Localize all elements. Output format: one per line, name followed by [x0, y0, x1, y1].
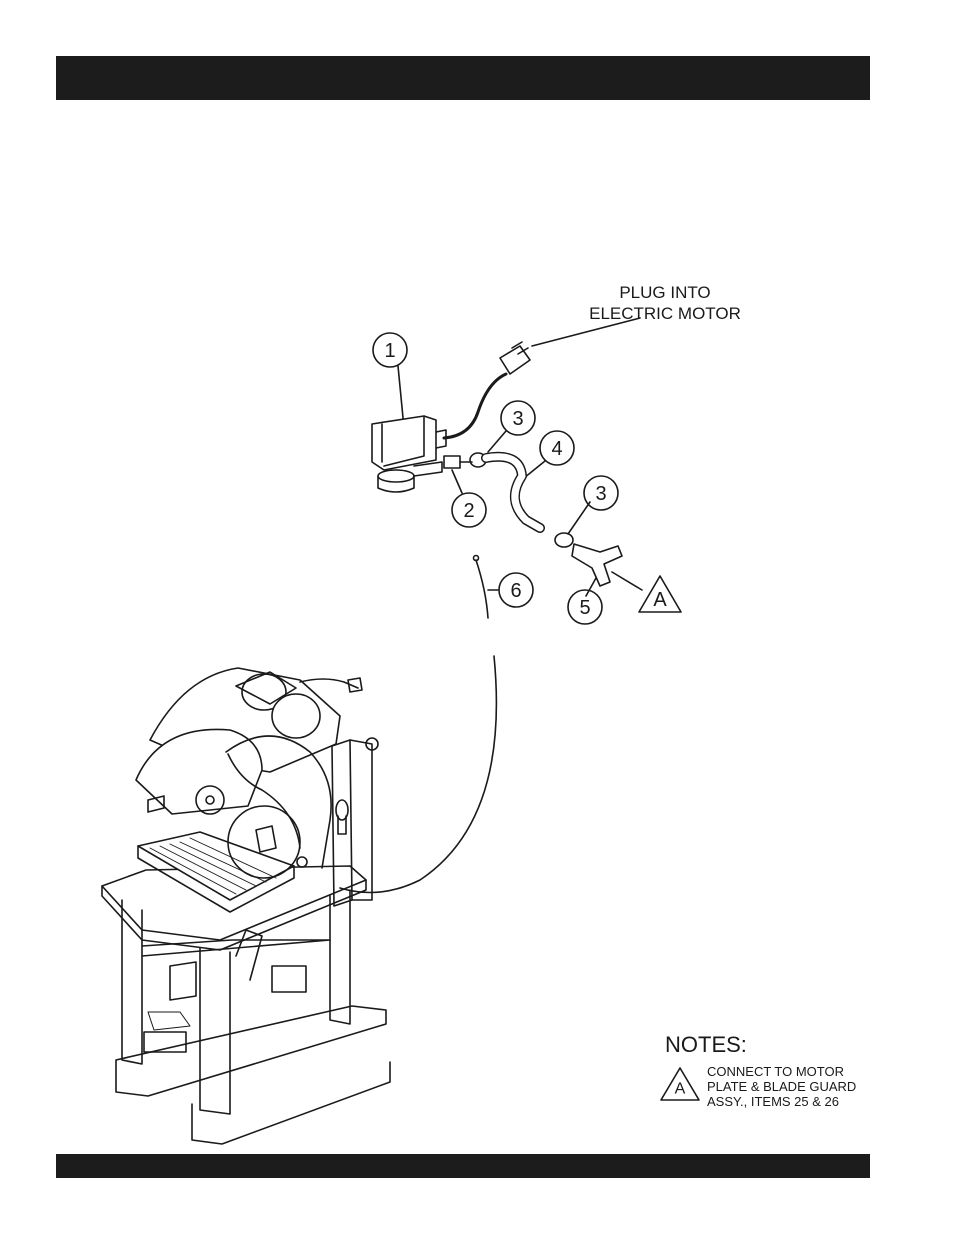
item-number-2: 2	[463, 500, 474, 522]
power-plug	[500, 342, 530, 374]
note-line-2: PLATE & BLADE GUARD	[707, 1079, 856, 1094]
notes-title: NOTES:	[665, 1032, 747, 1058]
item-number-6: 6	[510, 580, 521, 602]
notes-marker-letter: A	[675, 1081, 686, 1098]
plug-leader-line	[532, 318, 640, 346]
item-number-4: 4	[551, 438, 562, 460]
power-cord	[444, 374, 506, 438]
leader-4	[524, 461, 545, 478]
barb-fitting	[444, 456, 472, 468]
connector-curve	[340, 656, 496, 893]
note-line-1: CONNECT TO MOTOR	[707, 1064, 856, 1079]
cable-tie	[476, 560, 488, 618]
item-number-3b: 3	[595, 483, 606, 505]
note-marker-letter: A	[653, 589, 667, 611]
item-number-5: 5	[579, 597, 590, 619]
hose-clamp-2	[555, 533, 573, 547]
item-number-1: 1	[384, 340, 395, 362]
item-number-3a: 3	[512, 408, 523, 430]
water-pump	[372, 416, 446, 492]
y-fitting	[572, 544, 622, 586]
leader-a	[612, 572, 642, 590]
leader-2	[452, 470, 462, 493]
leader-3b	[568, 502, 590, 534]
saw-assembly	[102, 668, 390, 1144]
note-text: CONNECT TO MOTOR PLATE & BLADE GUARD ASS…	[707, 1064, 856, 1109]
leader-3a	[488, 431, 506, 452]
note-line-3: ASSY., ITEMS 25 & 26	[707, 1094, 856, 1109]
